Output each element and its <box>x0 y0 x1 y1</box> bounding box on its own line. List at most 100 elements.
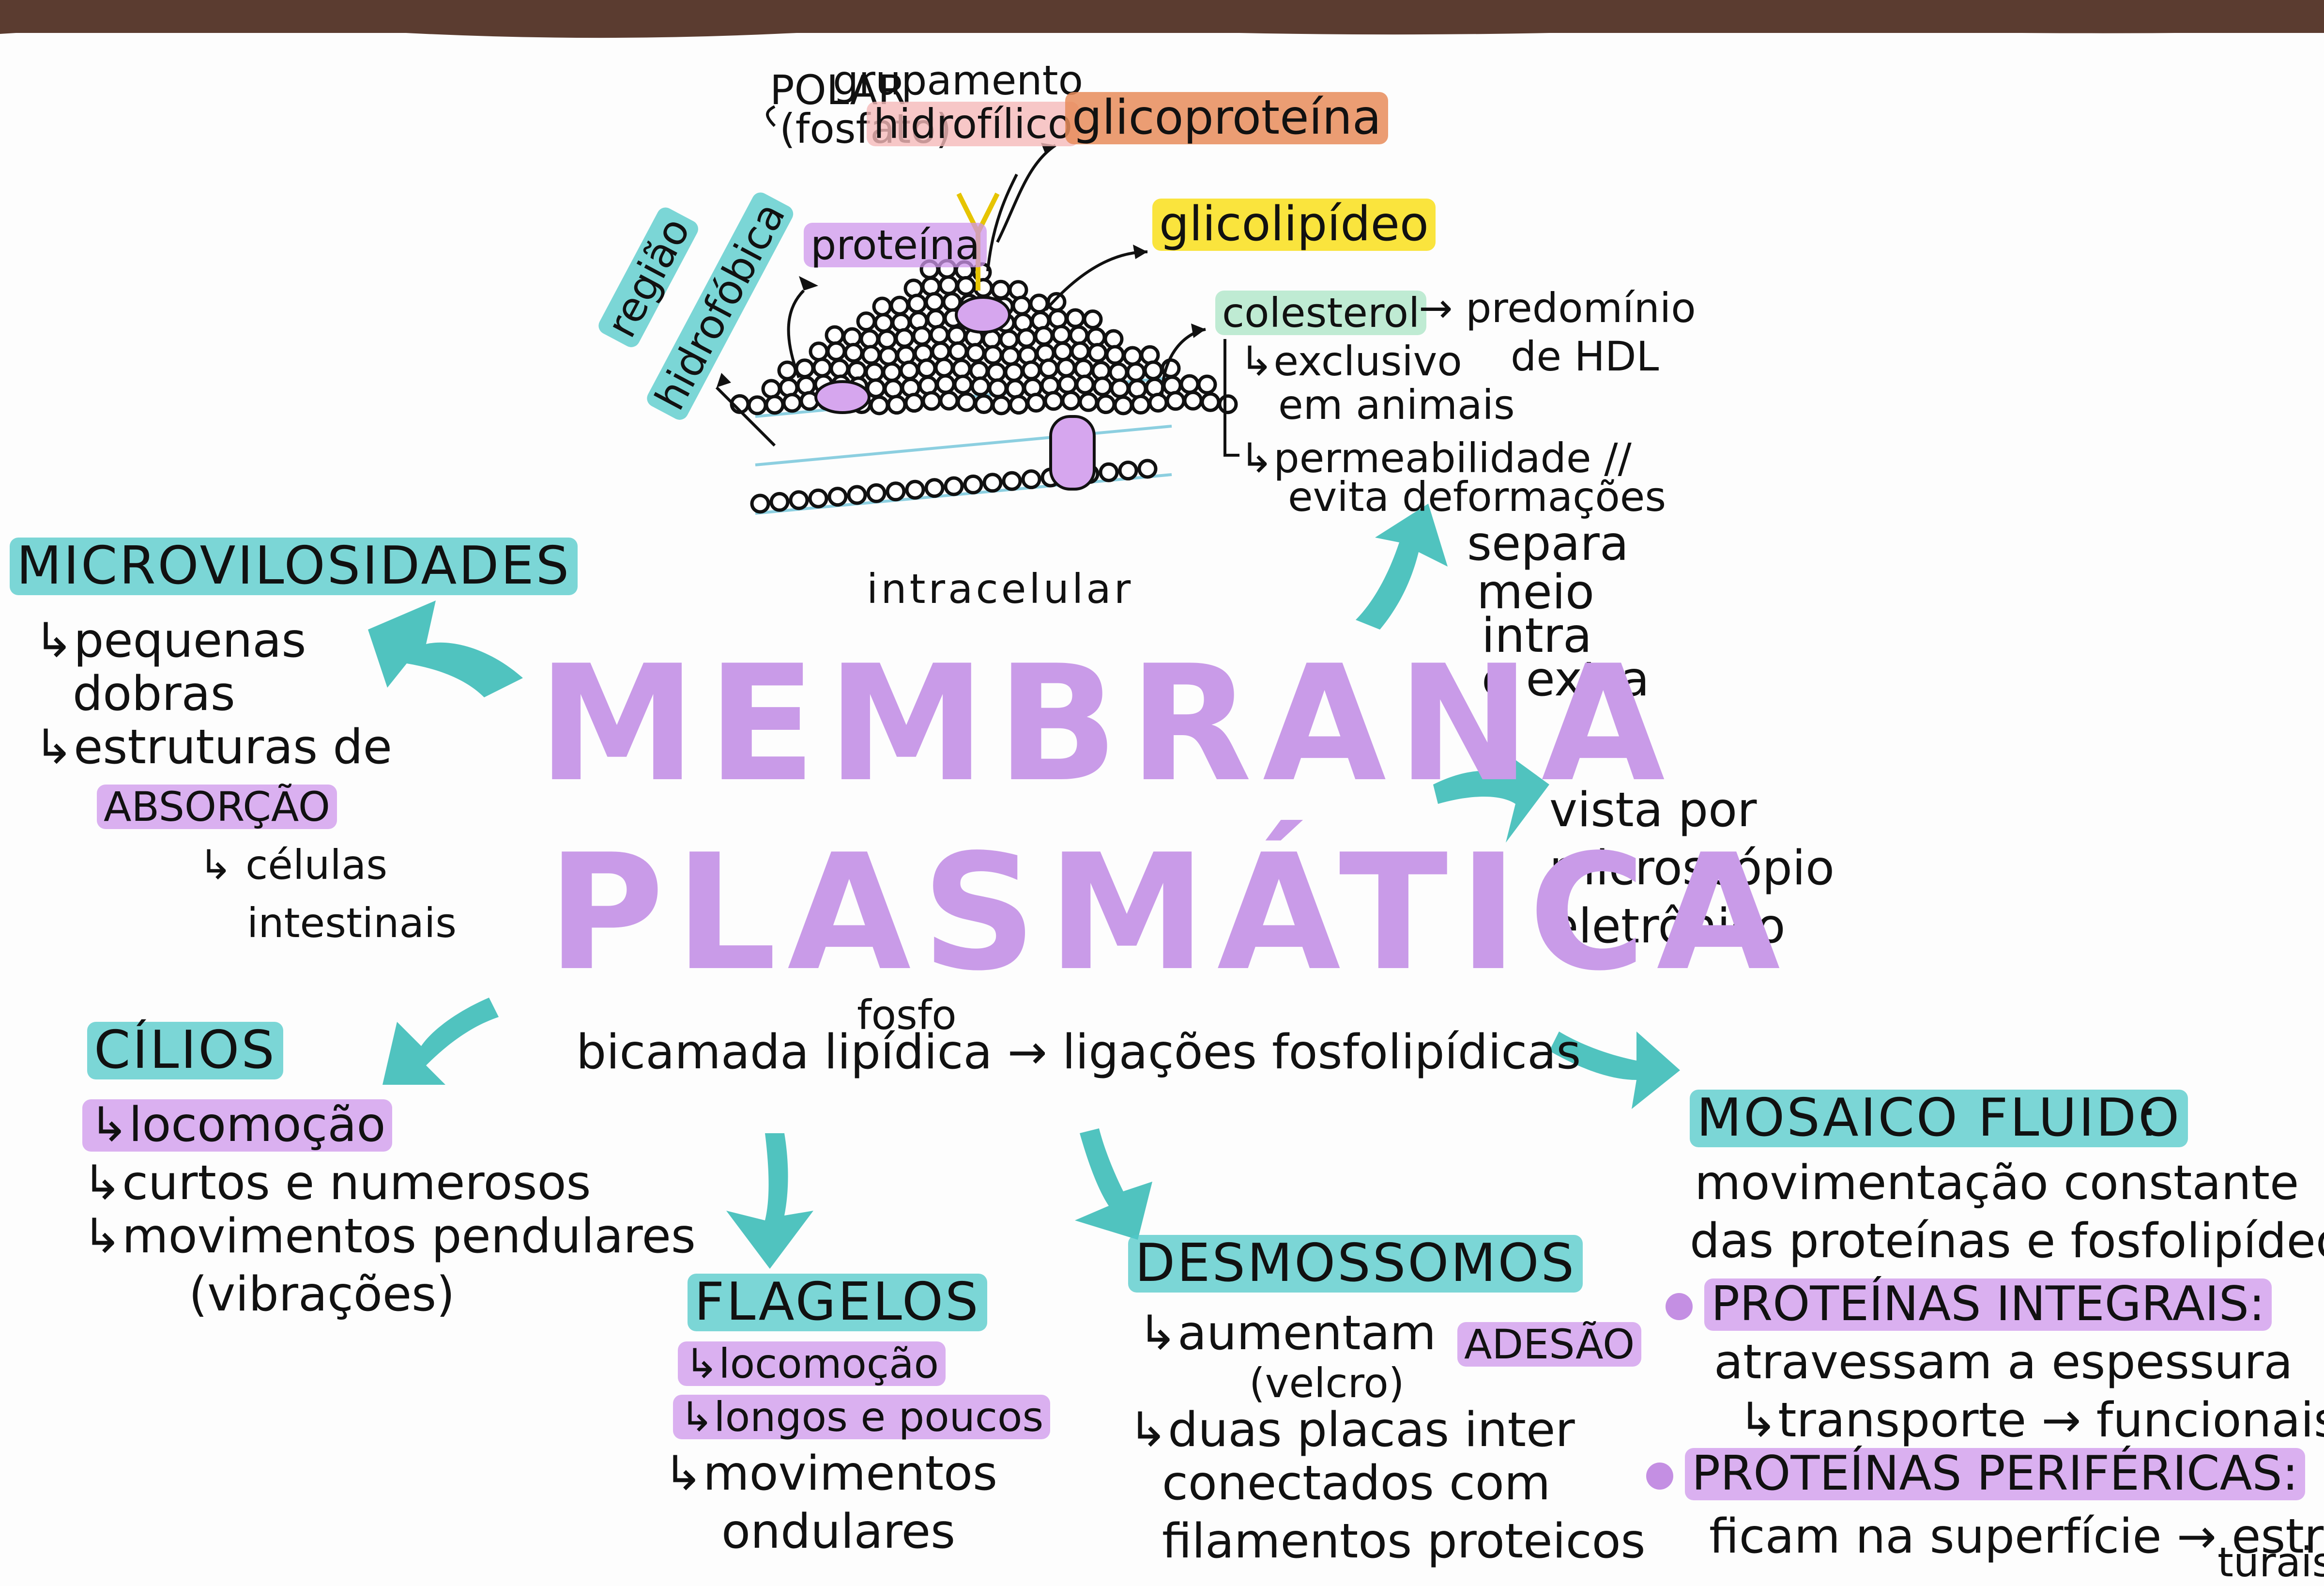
phospholipid-head <box>782 393 802 413</box>
phospholipid-head <box>935 374 956 394</box>
phospholipid-head <box>918 375 938 396</box>
desmossomos-heading: DESMOSSOMOS <box>1128 1234 1583 1293</box>
phospholipid-head <box>861 345 881 365</box>
arrow-to-microvilosidades <box>368 601 523 697</box>
phospholipid-head <box>859 329 880 349</box>
desmossomos-filamentos: filamentos proteicos <box>1162 1514 1646 1569</box>
phospholipid-head <box>843 342 864 363</box>
microvilosidades-heading: MICROVILOSIDADES <box>10 537 578 595</box>
phospholipid-head <box>1113 395 1133 416</box>
phospholipid-head <box>1165 391 1186 411</box>
phospholipid-head <box>1005 379 1025 399</box>
phospholipid-head <box>891 312 911 333</box>
mosaico-desc-1: movimentação constante <box>1695 1155 2299 1211</box>
label-grupamento: grupamento <box>833 57 1083 104</box>
phospholipid-head <box>969 360 989 381</box>
phospholipid-head <box>1075 374 1095 395</box>
phospholipid-head <box>809 341 829 362</box>
flagelos-longos: ↳longos e poucos <box>673 1395 1051 1439</box>
phospholipid-head <box>1046 292 1067 312</box>
wood-top-border <box>0 0 2324 33</box>
phospholipid-head <box>931 341 951 362</box>
phospholipid-head <box>1096 394 1116 415</box>
phospholipid-head <box>944 476 964 496</box>
phospholipid-head <box>921 276 941 296</box>
phospholipid-head <box>991 279 1011 300</box>
phospholipid-head <box>1105 345 1125 365</box>
phospholipid-head <box>947 325 967 345</box>
phospholipid-head <box>934 357 954 378</box>
label-glicolipideo: glicolipídeo <box>1152 198 1436 251</box>
phospholipid-head <box>1200 392 1221 412</box>
phospholipid-head <box>905 479 925 500</box>
phospholipid-head <box>921 391 942 411</box>
phospholipid-head <box>1087 343 1108 363</box>
label-de-hdl: de HDL <box>1511 333 1659 380</box>
phospholipid-head <box>1162 375 1182 396</box>
phospholipid-head <box>826 341 846 361</box>
phospholipid-head <box>1069 325 1089 345</box>
arrow-to-mosaico <box>1549 1032 1680 1109</box>
desmossomos-adesao: ADESÃO <box>1457 1322 1642 1367</box>
label-em-animais: em animais <box>1278 381 1515 429</box>
phospholipid-head <box>963 474 983 494</box>
phospholipid-head <box>1118 461 1138 481</box>
phospholipid-head <box>1148 392 1168 413</box>
phospholipid-head <box>872 296 892 317</box>
phospholipid-head <box>769 492 790 512</box>
label-glicoproteina: glicoproteína <box>1065 92 1388 144</box>
label-evita: evita deformações <box>1288 473 1667 521</box>
mosaico-turais: turais <box>2217 1539 2324 1586</box>
phospholipid-head <box>912 326 932 346</box>
cilios-heading: CÍLIOS <box>87 1021 283 1079</box>
separa-line-1: separa <box>1467 516 1629 571</box>
desmossomos-velcro: (velcro) <box>1249 1359 1405 1407</box>
arrow-to-flagelos <box>726 1133 813 1269</box>
phospholipid-head <box>982 473 1003 493</box>
phospholipid-head <box>1091 360 1111 381</box>
phospholipid-head <box>1056 357 1076 378</box>
phospholipid-head <box>1000 346 1021 366</box>
phospholipid-head <box>948 341 968 361</box>
microvilosidades-sub-2: intestinais <box>247 899 457 947</box>
phospholipid-head <box>926 308 946 329</box>
mosaico-atravessam: atravessam a espessura <box>1714 1335 2293 1390</box>
phospholipid-head <box>1143 360 1163 381</box>
microvilosidades-item-3: ↳estruturas de <box>34 720 392 775</box>
phospholipid-head <box>899 360 919 381</box>
phospholipid-head <box>939 390 959 411</box>
phospholipid-head <box>1051 324 1071 345</box>
arrow-to-vista <box>1433 746 1549 843</box>
phospholipid-head <box>929 324 949 345</box>
phospholipid-head <box>1086 327 1106 347</box>
phospholipid-head <box>869 395 889 416</box>
microvilosidades-item-1: ↳pequenas <box>34 613 306 668</box>
phospholipid-head <box>878 346 899 366</box>
separa-line-3: intra <box>1482 608 1592 663</box>
title-line-2: PLASMÁTICA <box>547 820 1791 1006</box>
phospholipid-head <box>1008 280 1028 300</box>
phospholipid-head <box>761 379 781 399</box>
phospholipid-head <box>917 358 937 379</box>
label-proteina: proteína <box>804 223 987 267</box>
phospholipid-head <box>1034 326 1054 346</box>
phospholipid-head <box>1092 376 1113 397</box>
phospholipid-head <box>951 358 972 379</box>
phospholipid-head <box>1053 341 1073 362</box>
label-permeabilidade: ↳permeabilidade // <box>1239 434 1632 482</box>
microvilosidades-absorcao: ABSORÇÃO <box>97 785 337 829</box>
cilios-vibracoes: (vibrações) <box>189 1267 455 1322</box>
phospholipid-head <box>1137 459 1158 479</box>
cilios-locomocao: ↳locomoção <box>82 1099 393 1152</box>
arrow-to-separa <box>1356 504 1448 630</box>
phospholipid-head <box>847 360 867 381</box>
phospholipid-head <box>825 325 845 345</box>
phospholipid-head <box>1043 391 1064 411</box>
cilios-curtos: ↳curtos e numerosos <box>82 1155 591 1211</box>
phospholipid-head <box>924 478 945 498</box>
phospholipid-head <box>1070 341 1090 361</box>
phospholipid-head <box>847 485 867 505</box>
title-line-1: MEMBRANA <box>537 631 1676 817</box>
